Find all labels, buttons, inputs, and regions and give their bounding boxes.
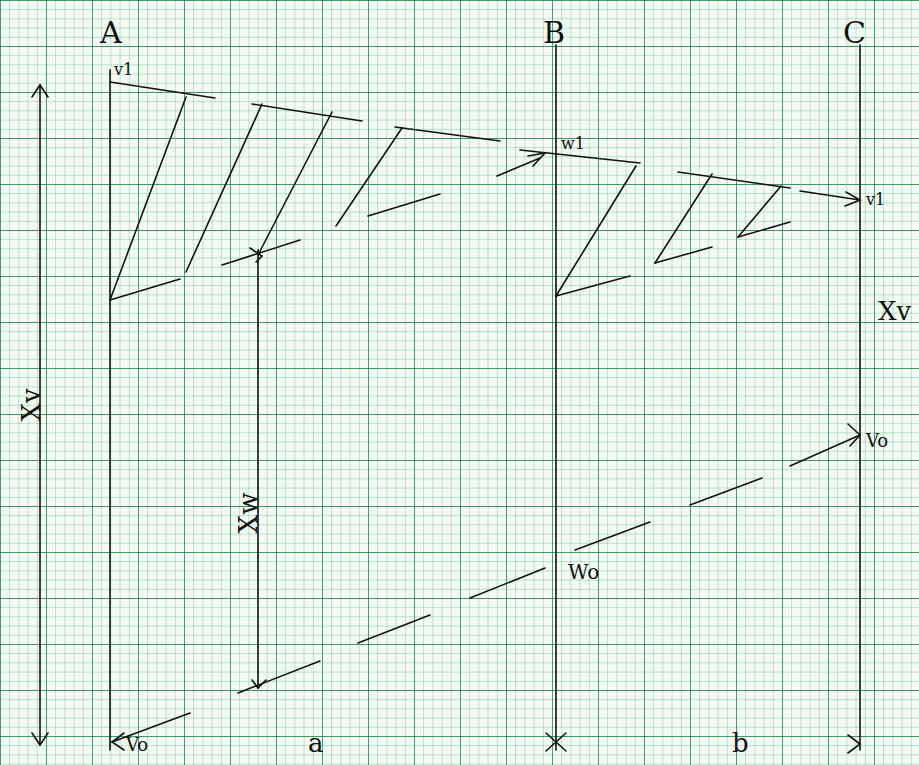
support-letter: B (543, 18, 565, 48)
ordinate-label: Vo (126, 736, 148, 754)
span-label: b (732, 730, 749, 756)
ordinate-label: v1 (866, 192, 885, 208)
ink-lines (32, 45, 860, 753)
dimension-label: Xw (235, 493, 261, 534)
support-letter: C (843, 18, 866, 48)
dimension-label: Xv (18, 388, 44, 421)
support-letter: A (100, 18, 122, 48)
ordinate-label: v1 (114, 62, 133, 78)
dimension-label: Xv (878, 298, 911, 324)
ordinate-label: Wo (568, 562, 599, 582)
span-label: a (308, 730, 324, 756)
ordinate-label: Vo (866, 432, 888, 450)
ordinate-label: w1 (561, 136, 585, 152)
